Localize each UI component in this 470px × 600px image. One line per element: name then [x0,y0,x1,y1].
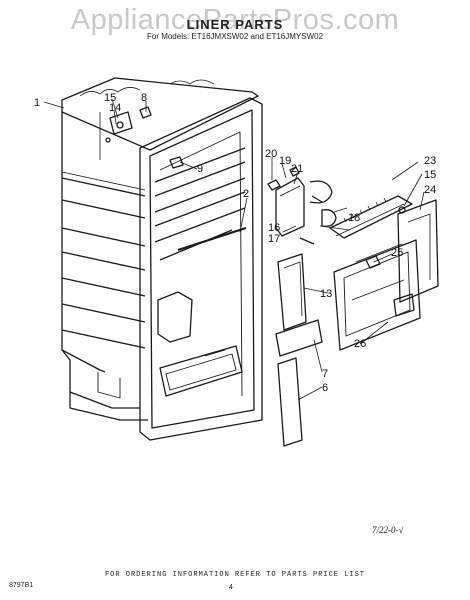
part-13-duct [277,253,307,331]
callout-13: 13 [320,288,332,300]
callout-15-right: 15 [424,169,436,181]
callout-8: 8 [141,92,147,104]
callout-21: 21 [291,163,303,175]
part-6-panel [277,357,303,447]
callout-14: 14 [109,102,121,114]
callout-numbers: 1 15 14 8 9 2 20 19 21 18 16 17 23 15 24… [34,92,436,394]
callout-19: 19 [279,155,291,167]
callout-26: 26 [354,338,366,350]
light-housing [329,195,413,239]
callout-20: 20 [265,148,277,160]
control-cluster [105,106,152,143]
callout-9: 9 [197,163,203,175]
part-26-cover [333,239,421,351]
callout-23: 23 [424,155,436,167]
ordering-note: FOR ORDERING INFORMATION REFER TO PARTS … [104,571,366,579]
document-number: 8797B1 [9,582,34,589]
callout-24: 24 [424,184,436,196]
control-housing [267,166,337,245]
callout-15-left: 15 [104,92,116,104]
callout-17: 17 [268,233,280,245]
diagram-title: LINER PARTS [186,17,284,32]
page-number: 4 [229,584,233,591]
part-24-panel [397,199,439,303]
callout-18: 18 [348,212,360,224]
callout-6: 6 [322,382,328,394]
part-7-insulation [275,319,323,357]
part-2-rod [177,227,247,251]
callout-7: 7 [322,368,328,380]
callout-1: 1 [34,97,40,109]
callout-2: 2 [243,188,249,200]
callout-25: 25 [391,247,403,259]
cabinet-liner [61,77,263,441]
callout-16: 16 [268,222,280,234]
leader-lines [43,98,425,401]
watermark: AppliancePartsPros.com [70,4,400,36]
handwritten-stamp: 7/22-0-√ [372,525,404,535]
model-numbers: For Models: ET16JMXSW02 and ET16JMYSW02 [146,32,324,41]
part-9-fitting [169,156,184,169]
